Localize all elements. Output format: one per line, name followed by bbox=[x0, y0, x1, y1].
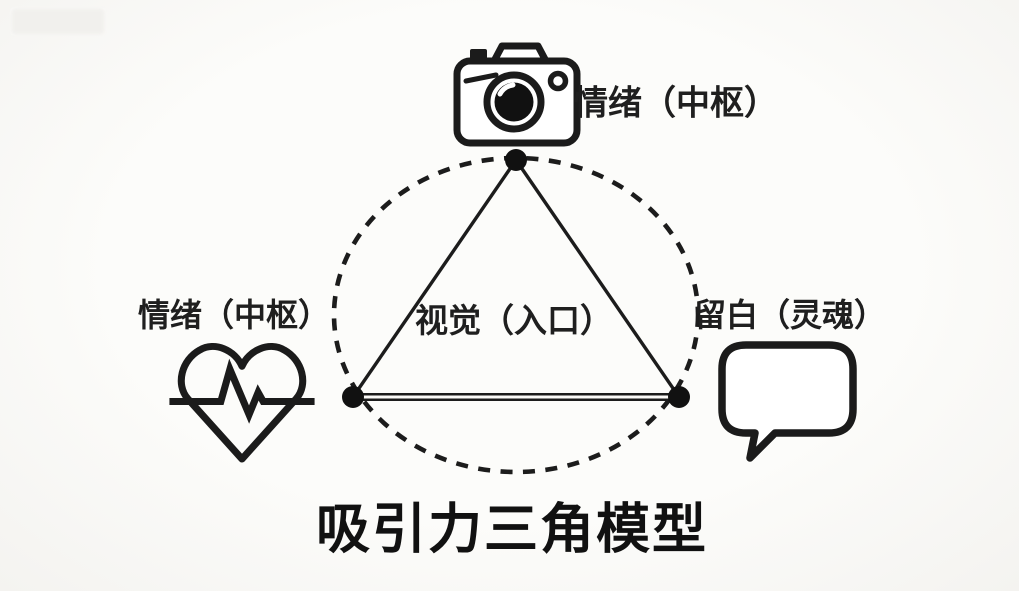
triangle-left-edge bbox=[351, 159, 518, 398]
camera-icon bbox=[453, 42, 581, 147]
watermark bbox=[10, 7, 106, 36]
center-label: 视觉（入口） bbox=[415, 302, 613, 339]
vertex-dot-top bbox=[505, 149, 527, 171]
top-node-label: 情绪（中枢） bbox=[574, 84, 778, 123]
vertex-dot-right bbox=[668, 386, 690, 408]
heartbeat-icon bbox=[169, 343, 315, 463]
dashed-circle bbox=[331, 155, 701, 475]
vertex-dot-left bbox=[342, 386, 364, 408]
triangle-right-edge bbox=[514, 159, 681, 398]
speech-bubble-icon bbox=[718, 341, 857, 462]
diagram-title: 吸引力三角模型 bbox=[316, 499, 708, 560]
left-node-label: 情绪（中枢） bbox=[137, 297, 331, 333]
right-node-label: 留白（灵魂） bbox=[693, 297, 887, 333]
